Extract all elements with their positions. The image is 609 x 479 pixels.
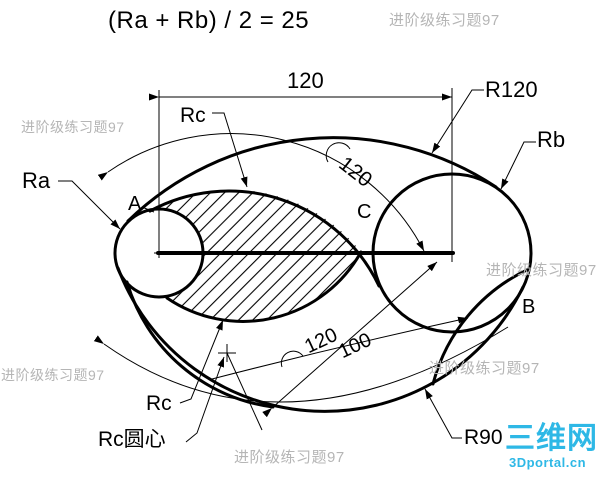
arc-right-extension [431,267,531,386]
label-ra: Ra [22,168,51,193]
arc-symbol-upper-icon [325,142,351,163]
rc-center-plus-mark [218,344,236,362]
leader-ra [58,180,121,230]
watermark-mid-right: 进阶级练习题97 [486,262,597,279]
label-r90: R90 [464,426,503,449]
page-title: (Ra + Rb) / 2 = 25 [108,7,310,34]
arc-r90-bottom [116,266,525,413]
label-point-b: B [522,296,536,318]
label-point-a: A [128,193,142,215]
leader-rc-center [185,356,225,443]
leader-r90 [424,388,462,439]
construction-lines [58,88,536,443]
profile-geometry [113,136,533,413]
watermark-lower-right: 进阶级练习题97 [429,360,540,377]
watermark-lower-left: 进阶级练习题97 [1,367,105,383]
label-r120: R120 [485,77,538,102]
watermark-top-right: 进阶级练习题97 [389,12,500,29]
arc-r120-top [126,136,498,223]
leader-rc-top [212,112,248,188]
label-rc-center: Rc圆心 [98,428,166,451]
arc-symbol-lower-icon [280,350,304,368]
label-rc-bottom: Rc [146,392,172,415]
label-point-c: C [357,201,372,223]
site-logo-url: 3Dportal.cn [509,455,587,470]
hatch-fill [150,189,361,322]
watermark-bottom-center: 进阶级练习题97 [234,449,345,466]
hatched-lens-region [150,189,361,322]
arc-rc-left-extension [125,280,275,409]
site-logo-name: 三维网 [505,422,598,455]
dimension-line-lower [262,261,438,418]
watermark-left: 进阶级练习题97 [21,119,125,135]
label-rc-top: Rc [180,104,206,127]
arc-rc-lower [165,250,363,323]
leader-r120 [431,89,484,154]
label-rb: Rb [537,127,566,152]
dim-width-120: 120 [287,68,324,93]
construction-arc-upper [97,133,425,252]
leader-rc-bottom [179,319,224,404]
center-drop-line [226,352,263,431]
leader-rb [500,141,536,190]
